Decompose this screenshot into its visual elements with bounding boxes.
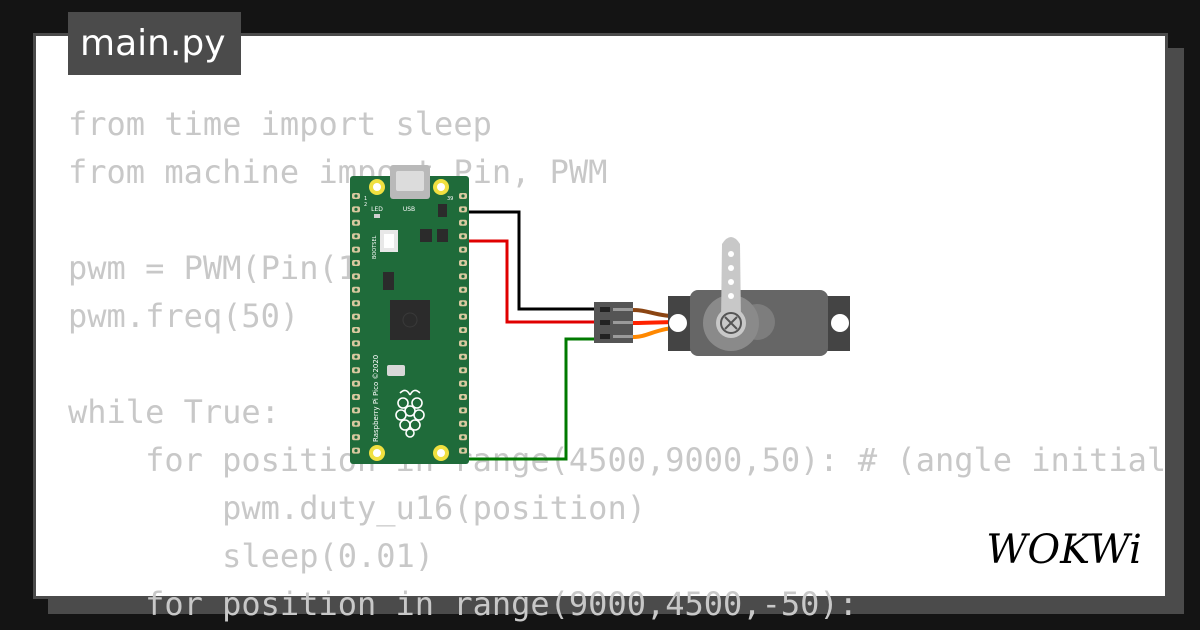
- code-line: for position in range(9000,4500,-50):: [68, 585, 858, 623]
- pin-hole: [461, 355, 465, 359]
- signal-wire[interactable]: [456, 337, 600, 461]
- pin-hole: [354, 395, 358, 399]
- pin-number-label: 1: [364, 196, 367, 202]
- rp2040-chip: [390, 300, 430, 340]
- pin-hole: [461, 395, 465, 399]
- pin-hole: [354, 341, 358, 345]
- wokwi-logo: WOKWi: [986, 527, 1142, 573]
- pin-hole: [354, 368, 358, 372]
- pin-hole: [354, 408, 358, 412]
- pin-hole: [461, 368, 465, 372]
- bootsel-label: BOOTSEL: [372, 235, 378, 259]
- pin-hole: [461, 449, 465, 453]
- pin-hole: [354, 382, 358, 386]
- pin-hole: [461, 261, 465, 265]
- code-line: from time import sleep: [68, 105, 492, 143]
- board-silkscreen: Raspberry Pi Pico ©2020: [372, 355, 380, 442]
- right-pin-header: [459, 193, 467, 454]
- pin-hole: [354, 261, 358, 265]
- usb-label: USB: [403, 206, 415, 213]
- code-line: while True:: [68, 393, 280, 431]
- pin-hole: [461, 234, 465, 238]
- pin-hole: [354, 315, 358, 319]
- pin-hole: [461, 435, 465, 439]
- servo-motor[interactable]: [668, 237, 850, 356]
- raspberry-pi-pico-board[interactable]: USB LED 1 2 39 BOOTSEL Raspberry Pi Pico…: [350, 165, 469, 464]
- gnd-wire[interactable]: [456, 210, 600, 311]
- code-line: from machine import Pin, PWM: [68, 153, 608, 191]
- pin-hole: [354, 248, 358, 252]
- pin-hole: [354, 221, 358, 225]
- pin-hole: [461, 194, 465, 198]
- pin-hole: [461, 288, 465, 292]
- pin-hole: [461, 221, 465, 225]
- pin-hole: [461, 274, 465, 278]
- mount-hole: [831, 314, 849, 332]
- pin-hole: [354, 301, 358, 305]
- mount-hole: [669, 314, 687, 332]
- pin-hole: [461, 422, 465, 426]
- pin-hole: [354, 328, 358, 332]
- left-pin-header: [352, 193, 360, 454]
- pin-hole: [461, 315, 465, 319]
- pin-hole: [461, 207, 465, 211]
- wokwi-logo-text: WOKWi: [986, 527, 1142, 573]
- pin-number-label: 2: [364, 202, 367, 208]
- pin-hole: [461, 408, 465, 412]
- pin-hole: [354, 435, 358, 439]
- pin-hole: [461, 382, 465, 386]
- pin-hole: [354, 194, 358, 198]
- code-line: sleep(0.01): [68, 537, 435, 575]
- power-wire[interactable]: [456, 239, 600, 324]
- pin-hole: [354, 288, 358, 292]
- pin-hole: [354, 234, 358, 238]
- flash-chip: [383, 272, 394, 290]
- pin-hole: [354, 422, 358, 426]
- code-line: pwm.freq(50): [68, 297, 300, 335]
- raspberry-logo-icon: [395, 389, 425, 438]
- file-tab[interactable]: main.py: [68, 12, 241, 75]
- pin-hole: [461, 341, 465, 345]
- pin-hole: [354, 449, 358, 453]
- pin-number-label: 39: [447, 196, 453, 202]
- pin-hole: [354, 274, 358, 278]
- code-line: pwm.duty_u16(position): [68, 489, 646, 527]
- servo-connector[interactable]: [594, 302, 633, 343]
- pin-hole: [354, 207, 358, 211]
- pin-hole: [461, 301, 465, 305]
- pin-hole: [354, 355, 358, 359]
- pin-hole: [461, 248, 465, 252]
- led-label: LED: [371, 206, 383, 213]
- code-listing: from time import sleep from machine impor…: [68, 100, 1166, 628]
- onboard-led: [374, 214, 380, 218]
- crystal: [387, 365, 405, 376]
- pin-hole: [461, 328, 465, 332]
